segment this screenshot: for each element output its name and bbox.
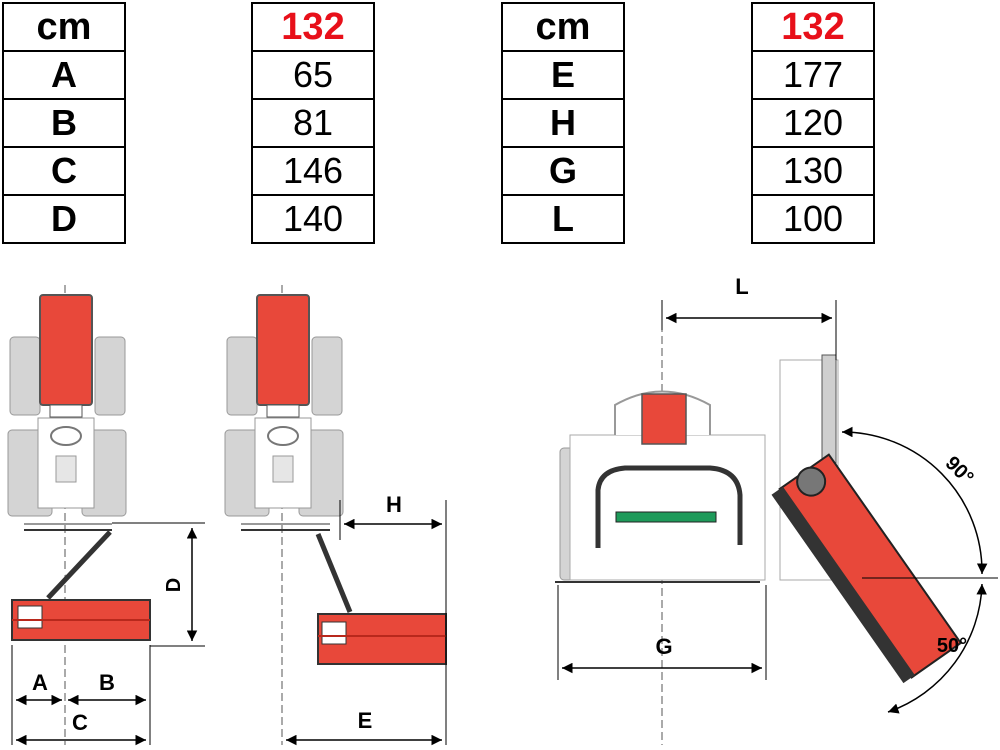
table-cell: D [2,194,126,244]
dimension-h: H [339,492,447,745]
table-header: cm [501,2,625,52]
table-cell: G [501,146,625,196]
table-cell: C [2,146,126,196]
angle-label-50: 50° [937,635,967,657]
table-cell: E [501,50,625,100]
dimension-value-table-right: 132 177 120 130 100 [751,2,875,244]
table-cell: 177 [751,50,875,100]
label-l: L [735,274,748,299]
dimension-value-table-left: 132 65 81 146 140 [251,2,375,244]
dimension-abc: A B C [11,645,151,746]
dimension-d: D [112,522,205,647]
dimension-label-table-left: cm A B C D [2,2,126,244]
label-d: D [163,578,185,592]
table-cell: 81 [251,98,375,148]
label-c: C [72,710,88,735]
table-cell: 146 [251,146,375,196]
table-header: cm [2,2,126,52]
table-cell: 120 [751,98,875,148]
tractor-top-view-2 [224,285,447,745]
label-g: G [655,634,672,659]
dimension-e: E [286,708,442,746]
label-a: A [32,670,48,695]
angle-label-90: 90° [941,452,978,489]
table-cell: H [501,98,625,148]
model-header: 132 [751,2,875,52]
label-e: E [358,708,373,733]
tractor-top-view-1 [7,285,151,745]
dimension-l: L [661,274,837,360]
technical-drawing: D A B C H [7,274,998,746]
label-h: H [386,492,402,517]
table-cell: B [2,98,126,148]
model-header: 132 [251,2,375,52]
table-cell: A [2,50,126,100]
dimension-g: G [557,585,767,680]
table-cell: 100 [751,194,875,244]
dimension-label-table-right: cm E H G L [501,2,625,244]
table-cell: 65 [251,50,375,100]
table-cell: 130 [751,146,875,196]
table-cell: 140 [251,194,375,244]
table-cell: L [501,194,625,244]
label-b: B [99,670,115,695]
